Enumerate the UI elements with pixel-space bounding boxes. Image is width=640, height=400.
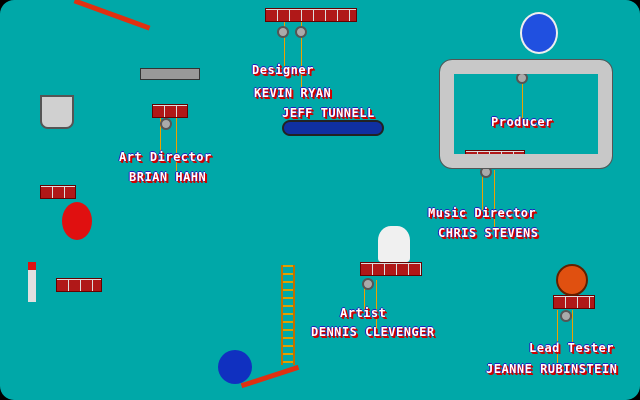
role-music-director: Music Director — [428, 206, 537, 220]
pulley-icon — [362, 278, 374, 290]
role-lead-tester: Lead Tester — [529, 341, 614, 355]
brick-wall — [553, 295, 595, 309]
pulley-icon — [160, 118, 172, 130]
role-artist: Artist — [340, 306, 387, 320]
fishbowl-icon — [520, 12, 558, 54]
brick-wall — [56, 278, 102, 292]
brick-wall — [152, 104, 188, 118]
brick-wall — [360, 262, 422, 276]
name-kevin-ryan: KEVIN RYAN — [254, 86, 332, 100]
bucket-icon — [40, 95, 74, 129]
revolver-icon — [140, 68, 200, 80]
role-producer: Producer — [491, 115, 553, 129]
pulley-icon — [560, 310, 572, 322]
ladder-icon — [281, 265, 295, 365]
name-jeanne-rubinstein: JEANNE RUBINSTEIN — [486, 362, 618, 376]
name-jeff-tunnell: JEFF TUNNELL — [282, 106, 375, 120]
pulley-icon — [295, 26, 307, 38]
balloon-icon — [62, 202, 92, 240]
brick-wall — [265, 8, 357, 22]
name-dennis-clevenger: DENNIS CLEVENGER — [311, 325, 435, 339]
bowling-ball-icon — [218, 350, 252, 384]
seesaw-icon — [73, 0, 151, 31]
pipe-frame — [439, 59, 613, 169]
role-art-director: Art Director — [119, 150, 212, 164]
brick-wall — [40, 185, 76, 199]
rocket-icon — [28, 262, 36, 302]
name-brian-hahn: BRIAN HAHN — [129, 170, 207, 184]
basketball-icon — [556, 264, 588, 296]
conveyor-belt — [282, 120, 384, 136]
pulley-icon — [277, 26, 289, 38]
role-designer: Designer — [252, 63, 314, 77]
name-chris-stevens: CHRIS STEVENS — [438, 226, 539, 240]
cat-icon — [378, 226, 410, 262]
